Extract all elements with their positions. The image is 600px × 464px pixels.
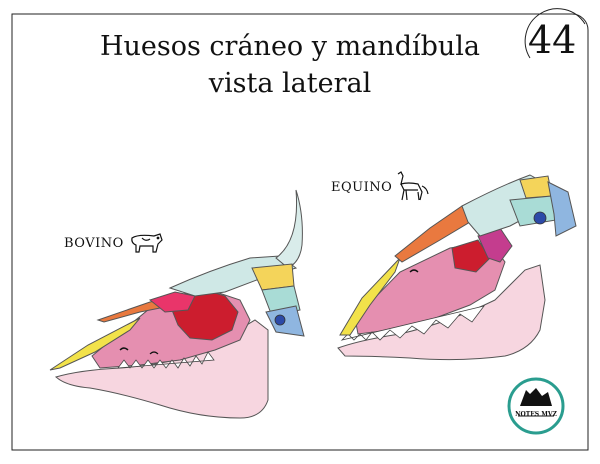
bovine-teeth: [117, 351, 215, 369]
title-line-2: vista lateral: [208, 68, 372, 99]
label-equino: EQUINO: [331, 180, 393, 195]
label-bovino: BOVINO: [64, 236, 124, 251]
page-number: 44: [528, 18, 577, 62]
equine-incisive: [339, 257, 401, 336]
bovine-lacrimal: [148, 291, 196, 313]
title-line-1: Huesos cráneo y mandíbula: [99, 31, 481, 62]
equine-occipital: [547, 181, 577, 237]
equine-temporal: [519, 175, 553, 199]
page-title: Huesos cráneo y mandíbula vista lateral: [80, 28, 500, 102]
logo-text: NOTES MVZ: [515, 411, 557, 418]
equine-teeth: [340, 305, 485, 341]
notes-mvz-logo-icon: [507, 377, 565, 435]
bovine-incisive: [49, 317, 141, 371]
equine-zygomatic: [451, 239, 491, 273]
bovine-horn: [275, 189, 303, 269]
